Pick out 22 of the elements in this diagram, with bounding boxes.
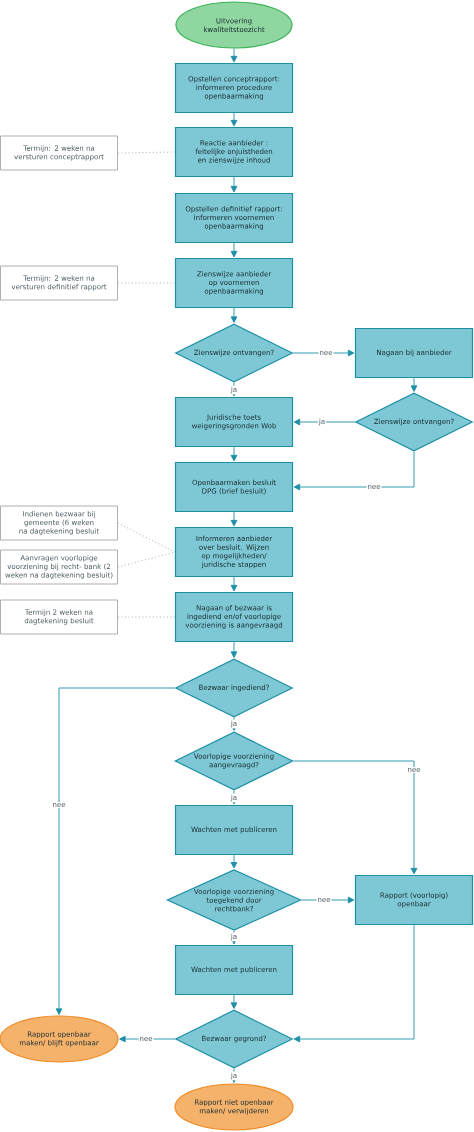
arrow: [293, 451, 415, 491]
arrow: [293, 760, 418, 875]
arrow: [230, 176, 238, 193]
arrow: [230, 48, 238, 63]
arrow: [293, 418, 356, 426]
arrow: [55, 687, 176, 1015]
leader-line: [117, 551, 176, 568]
arrow: [230, 511, 238, 527]
arrow: [293, 924, 415, 1043]
arrow: [230, 576, 238, 592]
arrow: [230, 112, 238, 127]
arrow: [301, 896, 355, 904]
arrow: [292, 349, 355, 357]
arrow: [230, 242, 238, 258]
arrow: [410, 377, 418, 392]
arrow: [119, 1035, 176, 1043]
arrow: [230, 307, 238, 323]
arrow: [230, 641, 238, 658]
arrow: [230, 994, 238, 1009]
arrow: [230, 854, 238, 869]
arrow: [230, 446, 238, 462]
leader-line: [117, 522, 176, 553]
